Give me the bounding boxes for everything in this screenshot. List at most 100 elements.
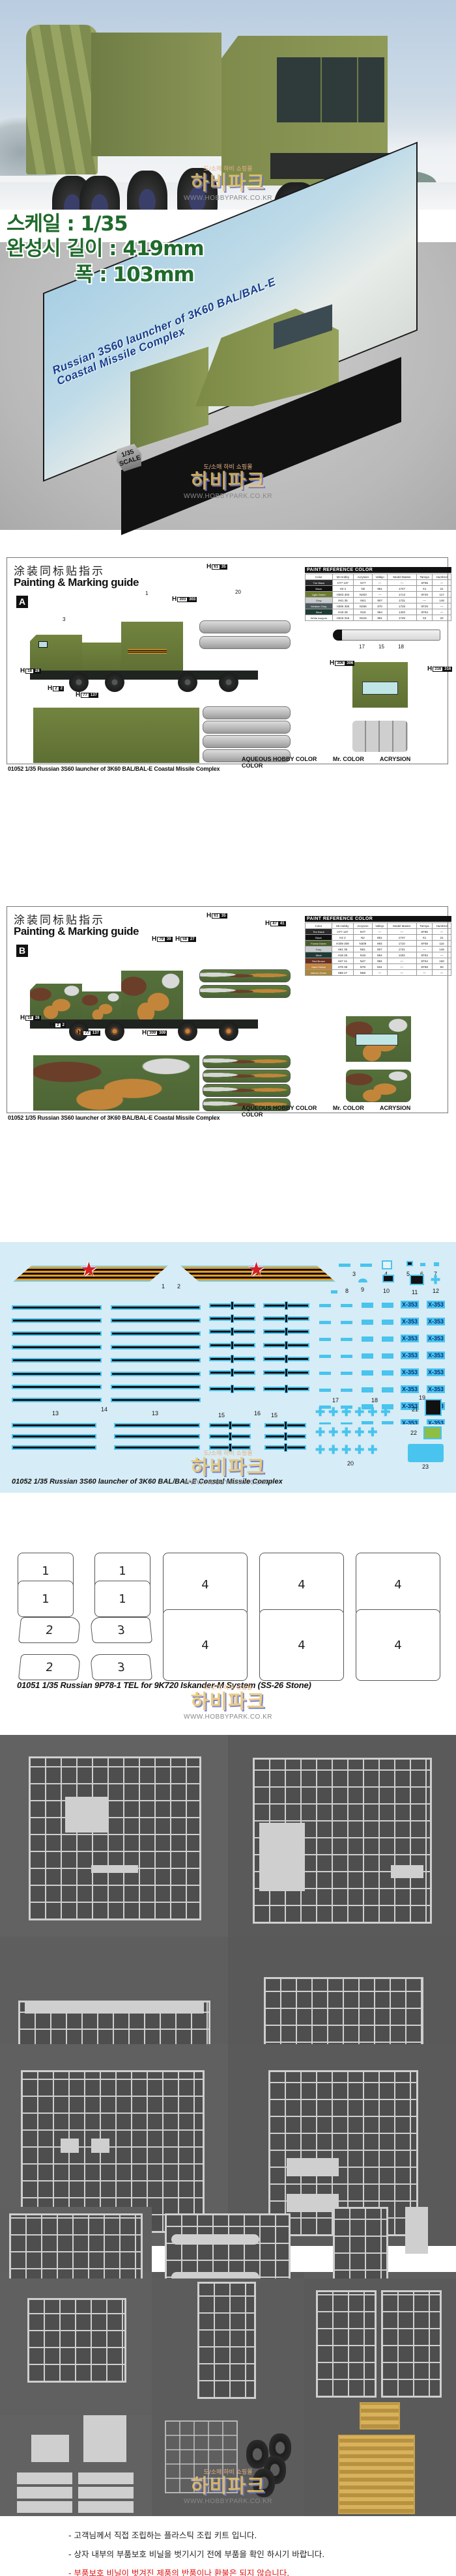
decal-small <box>341 1406 352 1409</box>
mask-outline: 4 <box>259 1609 344 1681</box>
mask-outline: 3 <box>89 1617 153 1643</box>
decal-sheet-lower: 14 16 17 18 19 ✚ ✚ ✚ ✚ ✚ ✚ ✚ ✚ ✚ ✚ ✚ ✚ ✚… <box>0 1394 456 1493</box>
container-box <box>121 971 183 1023</box>
decal-tube-marking <box>264 1385 308 1392</box>
box-part <box>83 2415 126 2462</box>
decal-stripe <box>13 1447 95 1448</box>
red-star-icon: ★ <box>80 1259 98 1281</box>
wheel <box>178 672 197 692</box>
missile-drawing <box>333 630 440 641</box>
mask-outline: 2 <box>18 1617 81 1643</box>
photo-etch-fret <box>338 2435 415 2514</box>
missile-tube-top <box>203 1070 291 1083</box>
decal-tube-marking <box>266 1444 305 1451</box>
decal-small <box>382 1260 392 1269</box>
decal-tube-marking <box>264 1355 308 1363</box>
decal-small <box>319 1422 331 1426</box>
mask-caption: 01051 1/35 Russian 9P78-1 TEL for 9K720 … <box>17 1680 311 1690</box>
decal-stripe <box>13 1373 100 1375</box>
sprue-frame <box>21 2070 205 2233</box>
decal-tube-marking <box>210 1422 249 1429</box>
photo-tile <box>0 2278 152 2415</box>
windshield-divider <box>357 57 358 122</box>
decal-small <box>319 1406 331 1409</box>
cross-decal-icon: ✚ ✚ ✚ ✚ ✚ ✚ <box>315 1406 391 1419</box>
decal-stripe <box>13 1307 100 1309</box>
sprue-part <box>259 1823 305 1891</box>
decal-tube-marking <box>210 1342 254 1349</box>
photo-etch-small <box>360 2402 400 2430</box>
decal-sheet: ★ ★ 1 2 13 13 <box>0 1242 456 1427</box>
missile-tube-top <box>203 706 291 719</box>
rear-view-missiles <box>346 1070 411 1102</box>
photo-tile <box>304 2402 456 2516</box>
decal-stripe <box>115 1424 199 1426</box>
truck-cab-side <box>30 984 82 1019</box>
decal-stripe <box>13 1399 100 1401</box>
sprue-frame <box>333 2207 388 2288</box>
decal-small <box>341 1321 352 1324</box>
container-box <box>121 622 183 674</box>
scheme-letter: A <box>16 596 28 608</box>
front-windshield <box>362 682 398 695</box>
sprue-frame <box>197 2282 256 2399</box>
decal-tube-marking <box>264 1302 308 1309</box>
decal-tube-marking <box>266 1433 305 1440</box>
wheel <box>105 672 124 692</box>
wheel <box>177 168 218 210</box>
decal-small <box>382 1370 393 1376</box>
decal-tube-marking <box>264 1328 308 1335</box>
cross-decal-icon: ✚ ✚ ✚ ✚ ✚ <box>315 1426 378 1439</box>
missile-nose <box>333 630 342 641</box>
mask-outline: 4 <box>259 1553 344 1616</box>
painting-guide-b: 涂装同标贴指示 Painting & Marking guide B PAINT… <box>7 906 451 1118</box>
mask-outline: 4 <box>163 1609 248 1681</box>
decal-map <box>423 1426 442 1439</box>
cab-part <box>31 2435 69 2462</box>
wheel <box>127 171 167 210</box>
sprue-frame <box>381 2290 442 2398</box>
sprue-part <box>287 2194 339 2212</box>
missile-part <box>171 2234 259 2245</box>
sprue-part <box>25 2002 204 2014</box>
wheel <box>105 1021 124 1041</box>
decal-ribbon-right <box>180 1266 335 1282</box>
cab-window <box>38 641 48 648</box>
sprue-part <box>391 1865 423 1878</box>
decal-small <box>362 1387 373 1392</box>
truck-container <box>91 33 221 156</box>
missile-tube-top <box>203 749 291 762</box>
missile-tube-top <box>203 1098 291 1111</box>
decal-tube-marking <box>264 1315 308 1322</box>
paint-reference-table: Color Mr.Hobby Acrysion Vallejo Model Ma… <box>305 574 451 621</box>
decal-dashboard <box>408 1444 444 1462</box>
decal-small <box>341 1304 352 1307</box>
decal-tube-marking <box>210 1369 254 1376</box>
sprue-frame <box>29 1756 201 1920</box>
decal-small <box>382 1275 394 1282</box>
engine-section <box>82 991 121 1021</box>
decal-small <box>319 1389 331 1392</box>
red-star-icon: ★ <box>248 1259 265 1281</box>
color-legend: AQUEOUS HOBBY COLOR Mr. COLOR ACRYSION C… <box>242 756 411 769</box>
sprue-part <box>91 1865 138 1873</box>
decal-stripe <box>13 1346 100 1348</box>
sprue-part <box>405 2207 428 2254</box>
tube-halves <box>78 2472 134 2513</box>
decal-small <box>319 1355 331 1358</box>
photo-tile <box>152 2415 304 2516</box>
guide-title-cn: 涂装同标贴指示 <box>14 565 105 578</box>
decal-small <box>341 1372 352 1375</box>
sprue-photos-grid-1: 도/소매 하비 쇼핑몰 하비파크 WWW.HOBBYPARK.CO.KR <box>0 1735 456 2254</box>
sprue-frame <box>316 2290 377 2398</box>
decal-tube-marking <box>210 1302 254 1309</box>
